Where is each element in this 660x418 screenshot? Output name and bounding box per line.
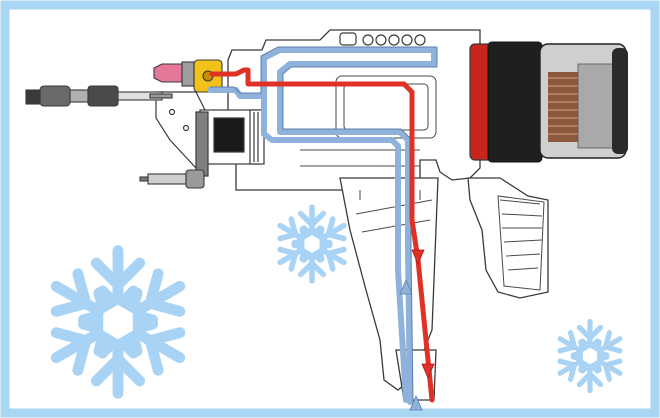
torch-assembly: [25, 85, 173, 107]
cold-coolant-line-outline: [210, 46, 438, 403]
wire-nozzle: [139, 169, 205, 189]
snowflake-icon: [277, 204, 347, 284]
motor-assembly: [469, 41, 628, 163]
down-arrow-icon: [411, 249, 435, 380]
snowflake-icon: [50, 245, 186, 399]
snowflake-icon: [557, 318, 623, 394]
handle-details: [355, 190, 545, 291]
cold-coolant-line: [207, 47, 437, 405]
front-head: [155, 91, 265, 177]
vent-holes: [339, 32, 426, 46]
up-arrow-icon: [399, 278, 423, 411]
hot-coolant-line: [209, 67, 435, 403]
